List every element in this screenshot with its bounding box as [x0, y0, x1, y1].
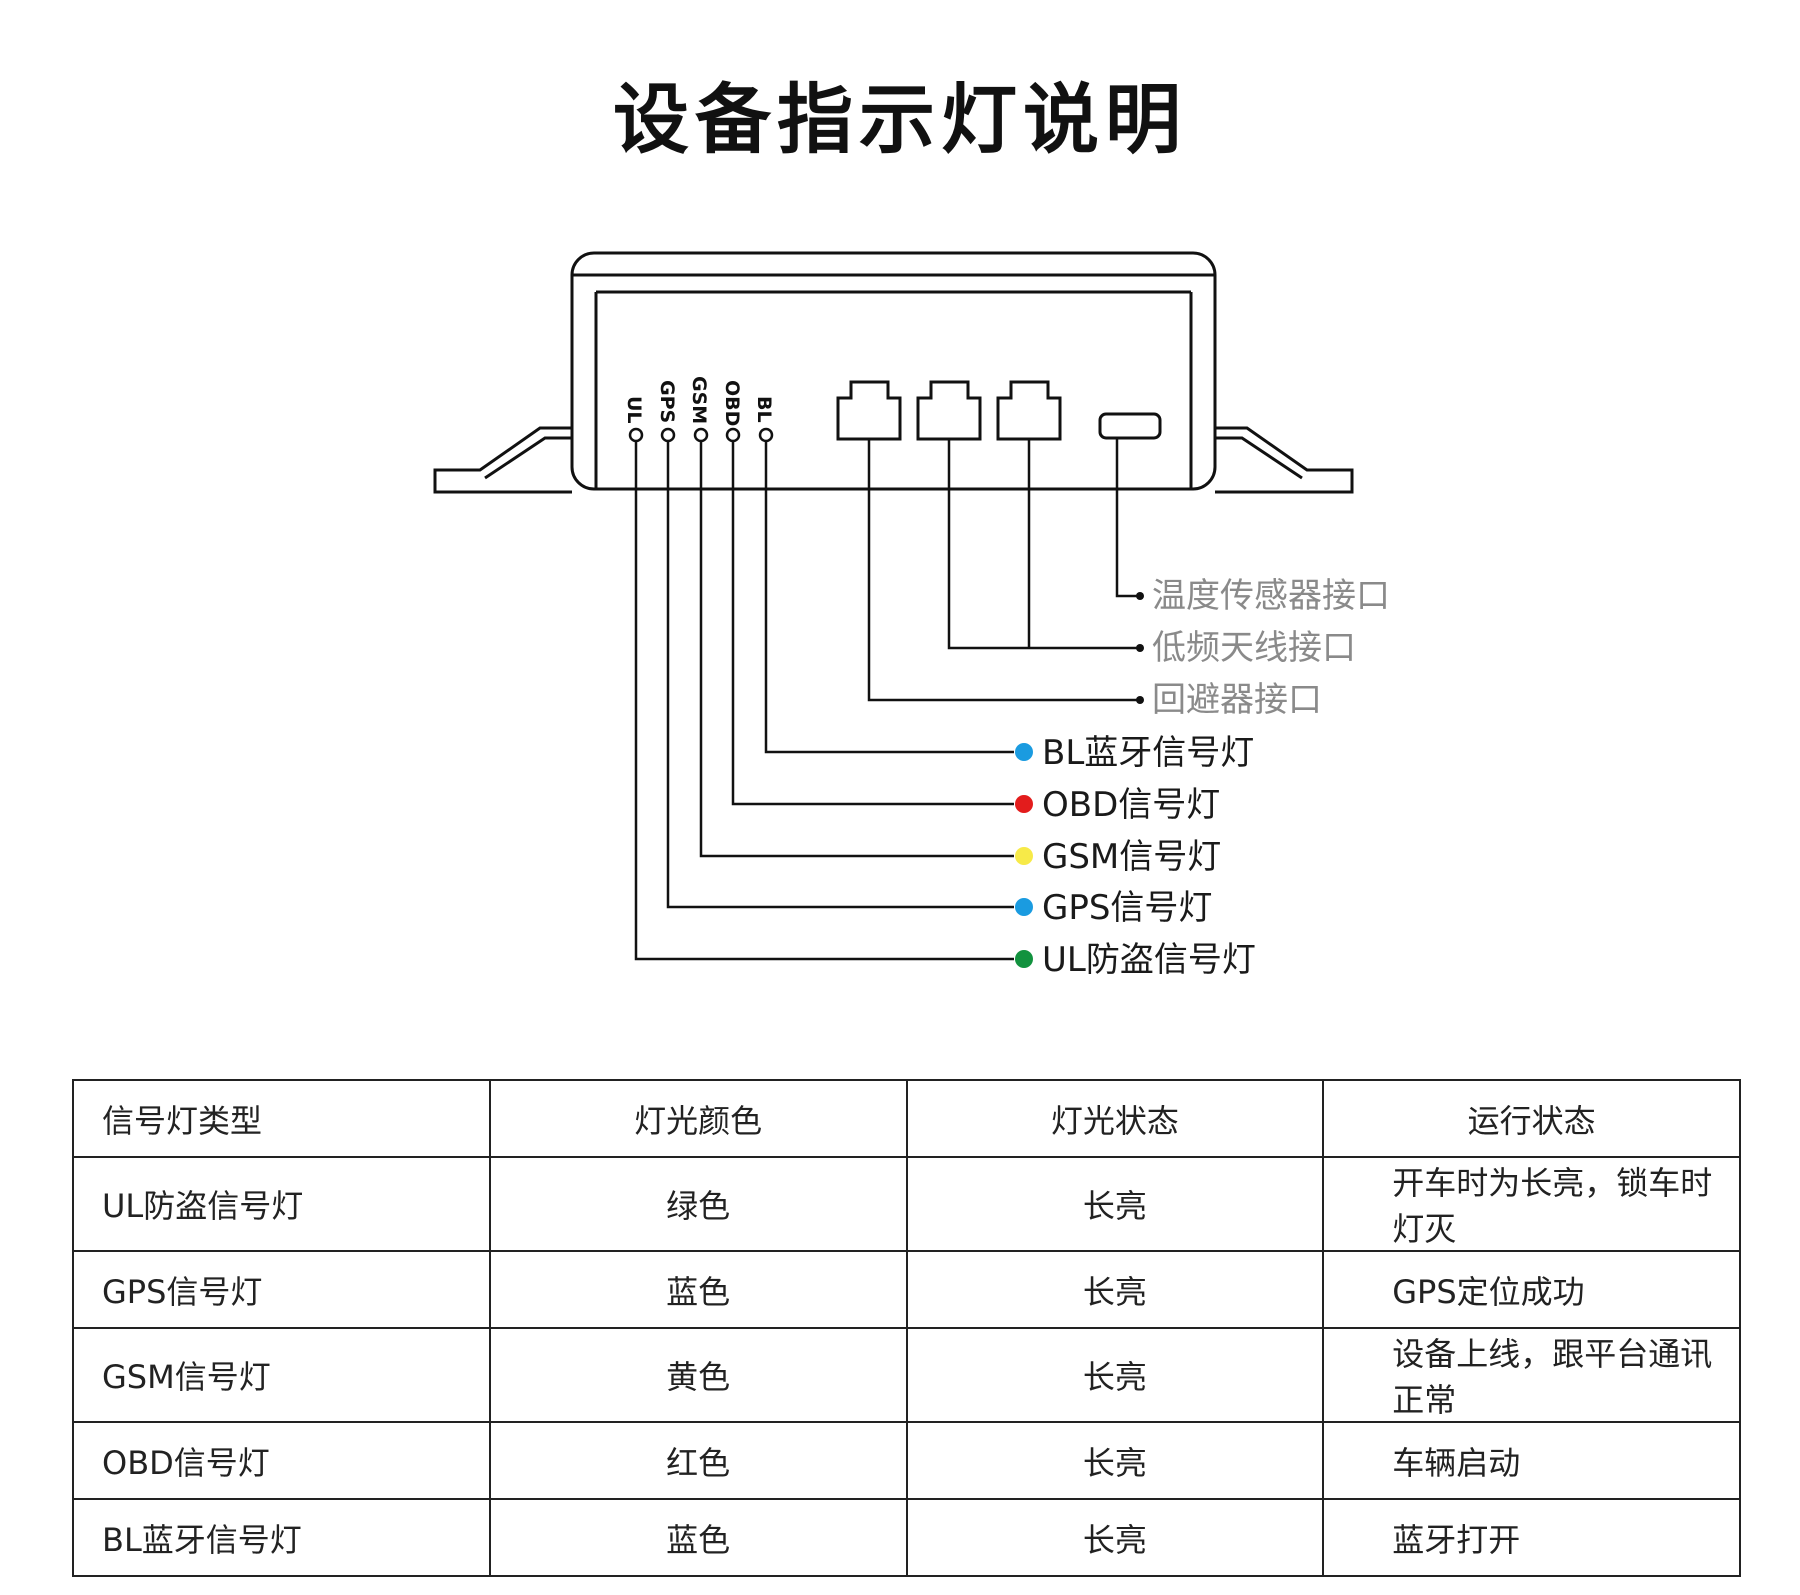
- table-cell: GPS定位成功: [1322, 1250, 1741, 1329]
- table-header: 灯光状态: [905, 1079, 1325, 1158]
- light-dot-gps: [1015, 898, 1033, 916]
- port-label-avoid: 回避器接口: [1152, 680, 1322, 720]
- table-cell: 车辆启动: [1322, 1421, 1741, 1500]
- led-mark-bl: BL: [753, 396, 775, 423]
- table-cell: 开车时为长亮，锁车时灯灭: [1322, 1156, 1741, 1252]
- led-dots: [628, 427, 774, 443]
- led-mark-gps: GPS: [656, 380, 678, 423]
- leader-gsm: [699, 441, 1014, 858]
- table-cell: OBD信号灯: [72, 1421, 491, 1500]
- table-cell: 长亮: [905, 1327, 1325, 1423]
- mounting-flange-right: [1215, 426, 1354, 494]
- table-header: 运行状态: [1322, 1079, 1741, 1158]
- table-cell: 蓝色: [488, 1498, 908, 1577]
- led-dot-gsm: [693, 427, 709, 443]
- leader-gps: [666, 441, 1014, 909]
- table-cell: 蓝牙打开: [1322, 1498, 1741, 1577]
- table-cell: 长亮: [905, 1421, 1325, 1500]
- table-row: GSM信号灯 黄色 长亮 设备上线，跟平台通讯正常: [72, 1327, 1741, 1423]
- temp-sensor-port: [1098, 412, 1162, 440]
- lf-antenna-port-1: [916, 380, 982, 441]
- light-label-bl: BL蓝牙信号灯: [1042, 733, 1254, 773]
- indicator-table: 信号灯类型 灯光颜色 灯光状态 运行状态 UL防盗信号灯 绿色 长亮 开车时为长…: [72, 1079, 1741, 1577]
- leader-ul: [634, 441, 1014, 961]
- table-cell: 长亮: [905, 1250, 1325, 1329]
- table-cell: 黄色: [488, 1327, 908, 1423]
- table-cell: 长亮: [905, 1498, 1325, 1577]
- leader-lf: [947, 439, 1138, 650]
- mounting-flange-left: [433, 426, 572, 494]
- page-title: 设备指示灯说明: [613, 75, 1187, 164]
- light-label-ul: UL防盗信号灯: [1042, 940, 1256, 980]
- table-cell: GPS信号灯: [72, 1250, 491, 1329]
- led-mark-gsm: GSM: [688, 376, 710, 424]
- led-dot-obd: [725, 427, 741, 443]
- leader-obd: [731, 441, 1014, 806]
- light-label-gps: GPS信号灯: [1042, 888, 1212, 928]
- port-leaders: [867, 439, 1138, 702]
- table-row: BL蓝牙信号灯 蓝色 长亮 蓝牙打开: [72, 1498, 1741, 1577]
- table-row: GPS信号灯 蓝色 长亮 GPS定位成功: [72, 1250, 1741, 1329]
- leader-avoid: [867, 439, 1138, 702]
- light-dot-bl: [1015, 743, 1033, 761]
- led-dot-bl: [758, 427, 774, 443]
- leader-temp: [1115, 439, 1138, 598]
- light-dot-gsm: [1015, 847, 1033, 865]
- light-dot-obd: [1015, 795, 1033, 813]
- led-marks: UL GPS GSM OBD BL: [623, 376, 775, 426]
- table-row: OBD信号灯 红色 长亮 车辆启动: [72, 1421, 1741, 1500]
- led-dot-gps: [660, 427, 676, 443]
- device-diagram: UL GPS GSM OBD BL 温度传感器接口 低频天线接口 回避器接口 B…: [433, 251, 1390, 980]
- table-header-row: 信号灯类型 灯光颜色 灯光状态 运行状态: [72, 1079, 1741, 1158]
- table-cell: 蓝色: [488, 1250, 908, 1329]
- table-cell: BL蓝牙信号灯: [72, 1498, 491, 1577]
- port-label-lf: 低频天线接口: [1152, 628, 1356, 668]
- led-dot-ul: [628, 427, 644, 443]
- port-label-temp: 温度传感器接口: [1152, 576, 1390, 616]
- table-cell: GSM信号灯: [72, 1327, 491, 1423]
- lf-antenna-port-2: [996, 380, 1062, 441]
- table-cell: 长亮: [905, 1156, 1325, 1252]
- light-label-obd: OBD信号灯: [1042, 785, 1220, 825]
- table-cell: 设备上线，跟平台通讯正常: [1322, 1327, 1741, 1423]
- light-dot-ul: [1015, 950, 1033, 968]
- table-header: 信号灯类型: [72, 1079, 491, 1158]
- light-leaders: [634, 441, 1014, 961]
- led-mark-ul: UL: [623, 396, 645, 424]
- table-cell: 绿色: [488, 1156, 908, 1252]
- table-cell: UL防盗信号灯: [72, 1156, 491, 1252]
- table-header: 灯光颜色: [488, 1079, 908, 1158]
- device-housing: [570, 251, 1217, 491]
- table-row: UL防盗信号灯 绿色 长亮 开车时为长亮，锁车时灯灭: [72, 1156, 1741, 1252]
- led-mark-obd: OBD: [721, 380, 743, 426]
- table-cell: 红色: [488, 1421, 908, 1500]
- avoid-port: [836, 380, 902, 441]
- port-leader-ends: [1136, 592, 1144, 704]
- light-label-gsm: GSM信号灯: [1042, 837, 1221, 877]
- leader-bl: [764, 441, 1014, 754]
